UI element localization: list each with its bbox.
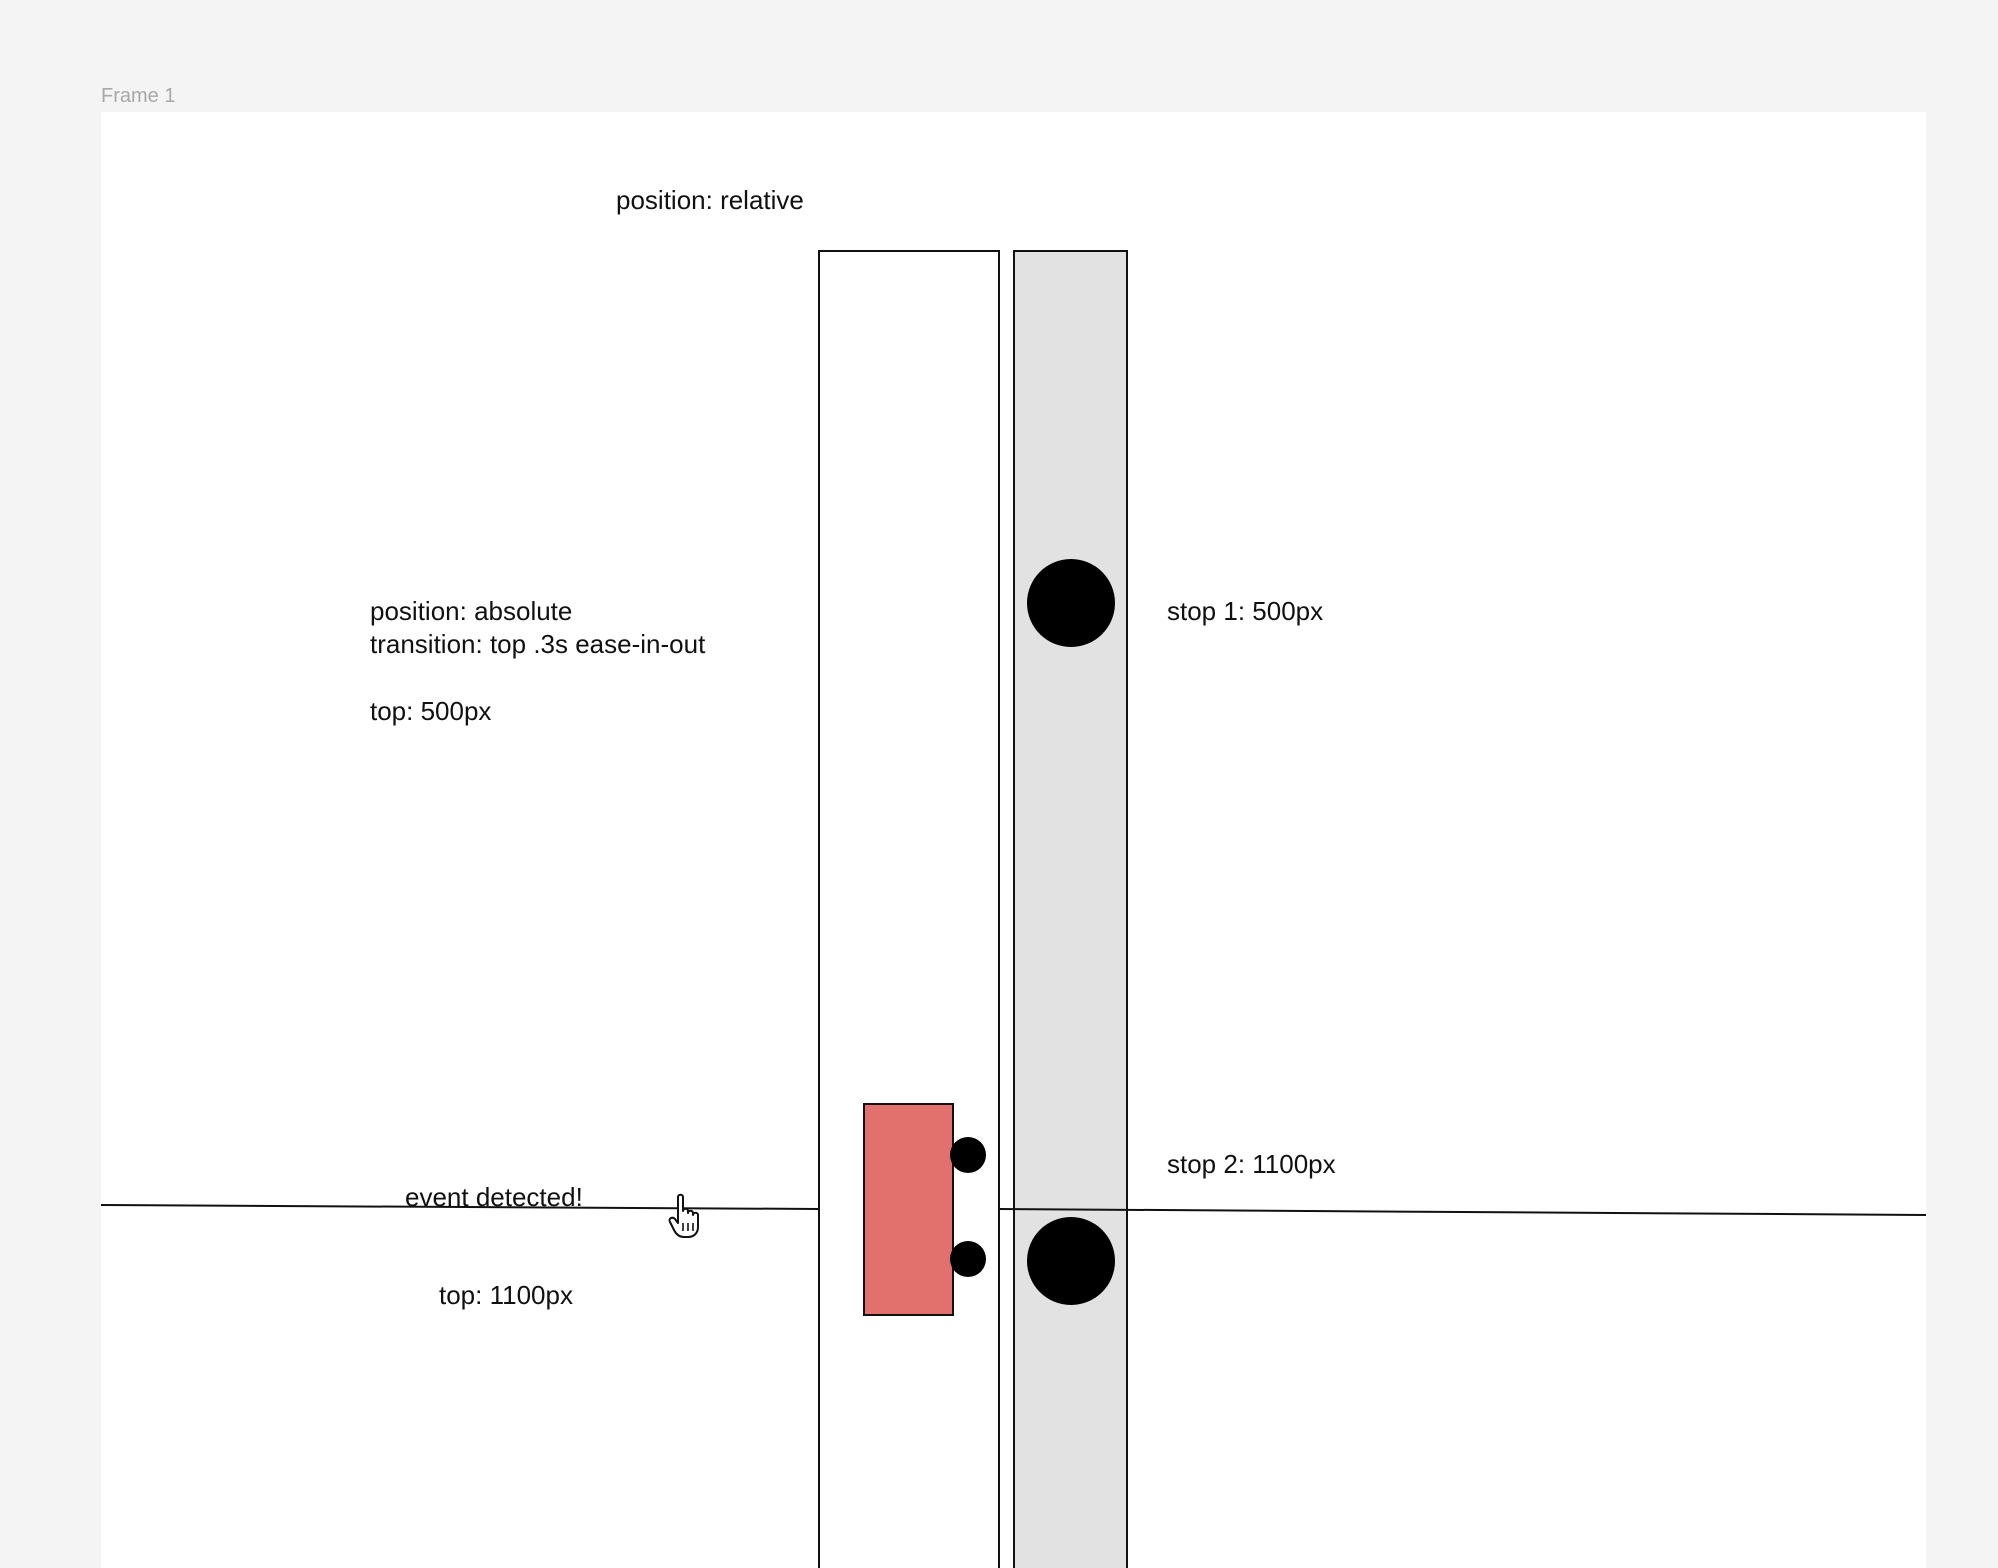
moving-element bbox=[863, 1103, 954, 1316]
scroll-track bbox=[1013, 250, 1128, 1568]
event-detected-label: event detected! bbox=[405, 1182, 583, 1212]
stop-2-label: stop 2: 1100px bbox=[1167, 1149, 1336, 1179]
hand-pointer-icon bbox=[668, 1193, 699, 1238]
stop-2-marker bbox=[1027, 1217, 1115, 1305]
container-label: position: relative bbox=[616, 185, 804, 215]
container-box bbox=[818, 250, 1000, 1568]
element-knob-top bbox=[950, 1137, 986, 1173]
element-position-label: position: absolute bbox=[370, 596, 573, 626]
frame-label[interactable]: Frame 1 bbox=[101, 85, 176, 107]
element-knob-bottom bbox=[950, 1241, 986, 1277]
event-line-left bbox=[100, 1204, 820, 1210]
element-top-initial-label: top: 500px bbox=[370, 696, 492, 726]
element-transition-label: transition: top .3s ease-in-out bbox=[370, 629, 706, 659]
stop-1-label: stop 1: 500px bbox=[1167, 596, 1324, 626]
stop-1-marker bbox=[1027, 559, 1115, 647]
element-top-final-label: top: 1100px bbox=[439, 1280, 573, 1310]
event-line-right bbox=[998, 1208, 1927, 1216]
